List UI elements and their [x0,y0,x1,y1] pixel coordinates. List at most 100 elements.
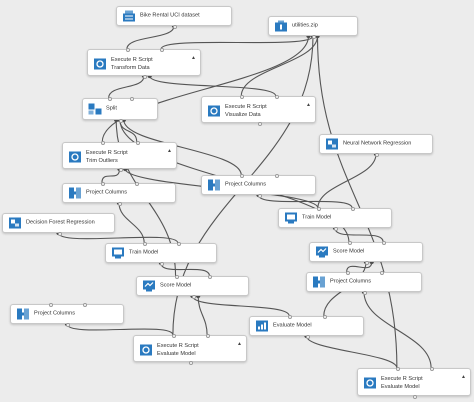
module-project-columns-1[interactable]: Project Columns [62,182,176,206]
module-label: Decision Forest Regression [26,219,95,226]
collapse-toggle-icon[interactable]: ▲ [237,341,242,347]
input-port[interactable] [135,141,140,145]
input-port[interactable] [171,334,176,338]
output-port[interactable] [160,262,164,266]
collapse-toggle-icon[interactable]: ▲ [306,102,311,108]
collapse-toggle-icon[interactable]: ▲ [461,374,466,380]
output-port[interactable] [118,168,123,172]
input-port[interactable] [274,95,279,99]
input-port[interactable] [347,241,352,245]
input-port[interactable] [83,303,88,307]
module-evaluate-model[interactable]: Evaluate Model [249,315,364,339]
output-port[interactable] [257,122,262,126]
module-label: Train Model [129,249,159,256]
module-label: Execute R Script [381,376,423,382]
module-label: Split [106,105,117,112]
module-score-model-1[interactable]: Score Model [136,275,249,299]
input-port[interactable] [322,315,327,319]
input-port[interactable] [143,242,148,246]
input-port[interactable] [160,48,165,52]
collapse-toggle-icon[interactable]: ▲ [167,148,172,154]
input-port[interactable] [101,141,106,145]
input-port[interactable] [130,97,135,101]
module-label: utilities.zip [292,22,318,29]
module-label: Execute R Script [111,57,153,63]
module-utilities-zip[interactable]: utilities.zip [268,16,358,39]
input-port[interactable] [174,275,179,279]
input-port[interactable] [382,241,387,245]
output-port[interactable] [413,395,417,399]
input-port[interactable] [240,174,245,178]
connection-project-columns-1-to-train-model-1 [118,202,145,244]
collapse-toggle-icon[interactable]: ▲ [191,55,196,61]
module-neural-network-regression[interactable]: Neural Network Regression [319,134,433,157]
input-port[interactable] [208,275,213,279]
input-port[interactable] [380,271,385,275]
project-columns-icon [312,276,326,289]
module-label: Execute R Script [157,343,199,349]
output-port[interactable] [57,232,62,236]
r-script-icon [68,151,82,164]
module-project-columns-3[interactable]: Project Columns [306,271,422,295]
input-port[interactable] [351,207,356,211]
output-port[interactable] [173,25,177,29]
module-project-columns-2[interactable]: Project Columns [201,174,316,198]
module-label: Bike Rental UCI dataset [140,12,200,19]
module-sublabel: Evaluate Model [157,350,196,357]
connection-score-model-1-to-execute-r-script-evaluate-model-1 [197,295,208,336]
input-port[interactable] [107,97,112,101]
output-port[interactable] [119,119,123,123]
output-port[interactable] [191,295,196,299]
output-port[interactable] [334,227,338,231]
module-label: Neural Network Regression [343,140,412,147]
input-port[interactable] [135,182,140,186]
input-port[interactable] [206,334,211,338]
module-train-model-1[interactable]: Train Model [105,242,217,266]
output-port[interactable] [66,323,70,327]
module-label: Train Model [302,214,332,221]
output-port[interactable] [305,335,310,339]
module-split[interactable]: Split [82,97,158,123]
output-port[interactable] [118,202,122,206]
output-port[interactable] [189,361,193,365]
connection-split-to-execute-r-script-trim-outliers [119,119,138,143]
module-bike-rental-uci-dataset[interactable]: Bike Rental UCI dataset [116,6,232,29]
dataset-icon [122,10,136,23]
input-port[interactable] [345,271,350,275]
module-train-model-2[interactable]: Train Model [278,207,392,231]
module-score-model-2[interactable]: Score Model [309,241,423,265]
model-icon [8,217,22,230]
output-port[interactable] [257,194,262,198]
module-label: Score Model [160,282,192,289]
input-port[interactable] [395,367,400,371]
module-decision-forest-regression[interactable]: Decision Forest Regression [2,213,115,236]
output-port[interactable] [365,261,369,265]
module-label: Evaluate Model [273,322,312,329]
input-port[interactable] [288,315,293,319]
input-port[interactable] [240,95,245,99]
train-icon [284,212,298,225]
output-port[interactable] [363,291,367,295]
input-port[interactable] [48,303,53,307]
zip-icon [274,20,288,33]
output-port[interactable] [143,75,147,79]
output-port[interactable] [312,35,316,39]
connection-utilities-zip-to-execute-r-script-transform-data [160,35,314,50]
train-icon [111,247,125,260]
output-port[interactable] [375,153,379,157]
input-port[interactable] [100,182,105,186]
module-project-columns-4[interactable]: Project Columns [10,303,124,327]
input-port[interactable] [125,48,130,52]
input-port[interactable] [176,242,181,246]
input-port[interactable] [316,207,321,211]
split-icon [88,103,102,116]
input-port[interactable] [274,174,279,178]
input-port[interactable] [430,367,435,371]
module-label: Project Columns [34,310,76,317]
